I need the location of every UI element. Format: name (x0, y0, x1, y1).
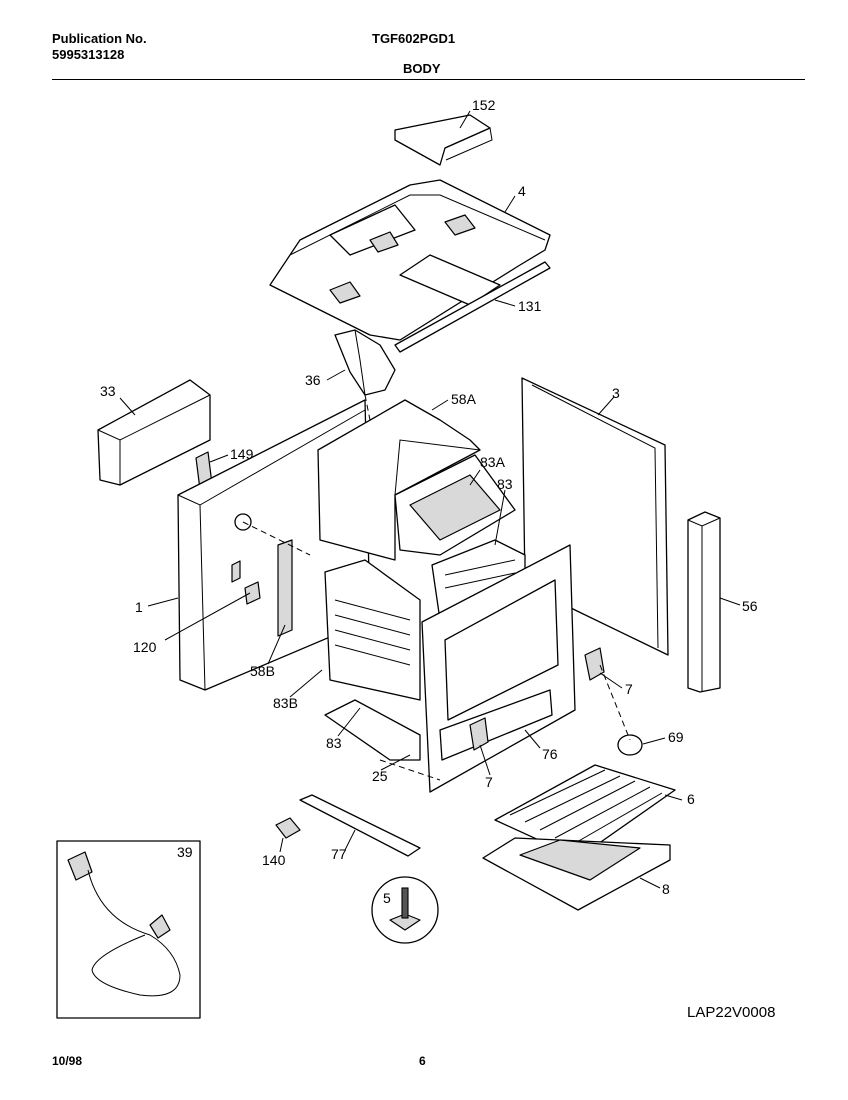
label-25: 25 (372, 768, 388, 784)
label-8: 8 (662, 881, 670, 897)
part-83-liner-left (324, 559, 421, 701)
part-58A-insulation (317, 399, 481, 561)
part-69-plug (617, 734, 643, 756)
label-77: 77 (331, 846, 347, 862)
part-7-hinge-right (584, 647, 605, 681)
part-6-oven-rack (494, 764, 676, 859)
part-4-top-panel (269, 179, 551, 341)
part-131-strip (394, 261, 551, 353)
part-33-trim (97, 379, 211, 486)
part-77-slide (299, 794, 421, 857)
label-7-right: 7 (625, 681, 633, 697)
label-120: 120 (133, 639, 157, 655)
part-36-duct (334, 329, 396, 396)
label-83-top: 83 (497, 476, 513, 492)
footer-date: 10/98 (52, 1054, 83, 1068)
publication-label: Publication No. (52, 31, 147, 46)
part-140-clip (275, 817, 301, 839)
label-39: 39 (177, 844, 193, 860)
label-83-bottom: 83 (326, 735, 342, 751)
part-76-front-frame (421, 544, 576, 793)
part-152-bracket (394, 114, 493, 166)
label-58A: 58A (451, 391, 477, 407)
label-1: 1 (135, 599, 143, 615)
label-33: 33 (100, 383, 116, 399)
label-149: 149 (230, 446, 254, 462)
part-labels: 152 4 131 36 33 58A 3 149 83A 83 1 120 5… (100, 97, 758, 906)
label-36: 36 (305, 372, 321, 388)
hidden-lines (242, 394, 631, 781)
part-39-power-cord (56, 840, 201, 1019)
label-140: 140 (262, 852, 286, 868)
label-58B: 58B (250, 663, 275, 679)
label-152: 152 (472, 97, 496, 113)
header-rule (52, 79, 805, 80)
drawing-code: LAP22V0008 (687, 1004, 776, 1021)
label-4: 4 (518, 183, 526, 199)
label-131: 131 (518, 298, 542, 314)
part-8-broiler-pan (482, 837, 671, 911)
label-7-bottom: 7 (485, 774, 493, 790)
page-number: 6 (419, 1054, 426, 1068)
part-83A-liner (394, 454, 516, 556)
part-56-trim (687, 511, 721, 693)
model-number: TGF602PGD1 (372, 31, 456, 46)
label-6: 6 (687, 791, 695, 807)
part-58B-insulation (277, 539, 293, 637)
label-3: 3 (612, 385, 620, 401)
part-5-leveling-leg (371, 876, 439, 944)
part-7-hinge-bottom (469, 717, 489, 751)
label-69: 69 (668, 729, 684, 745)
label-83B: 83B (273, 695, 298, 711)
label-83A: 83A (480, 454, 506, 470)
label-56: 56 (742, 598, 758, 614)
part-25-bottom (324, 699, 421, 761)
publication-number: 5995313128 (52, 47, 125, 62)
label-5: 5 (383, 890, 391, 906)
label-76: 76 (542, 746, 558, 762)
section-title: BODY (403, 61, 441, 76)
